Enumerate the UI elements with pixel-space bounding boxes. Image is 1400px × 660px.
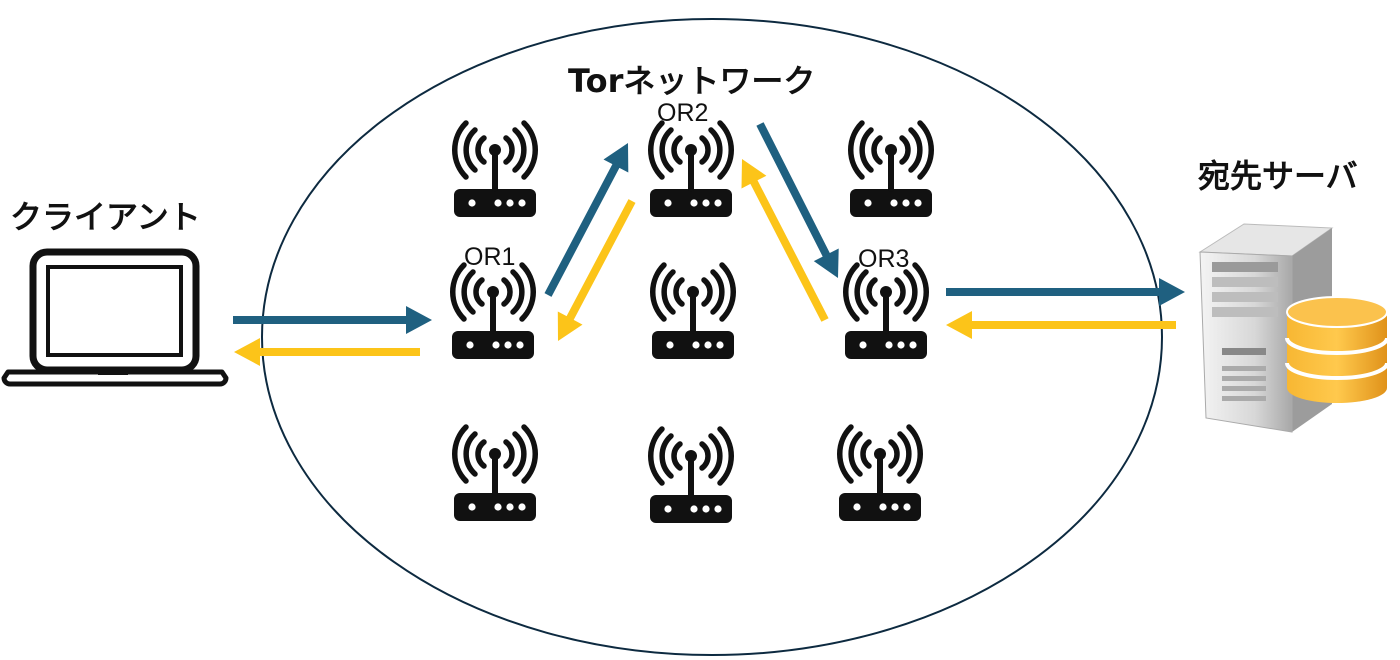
- router-icon-or1: [452, 265, 534, 359]
- router-icon: [454, 427, 536, 521]
- router-icon: [650, 429, 732, 523]
- tor-network-title: Torネットワーク: [568, 62, 816, 100]
- node-label-or2: OR2: [657, 99, 709, 127]
- arrow-server-to-or3: [946, 311, 1176, 339]
- arrow-or3-to-server: [946, 278, 1185, 306]
- arrow-or1-to-or2: [544, 143, 629, 297]
- arrow-or2-to-or1: [557, 199, 636, 341]
- router-icon: [839, 427, 921, 521]
- server-label: 宛先サーバ: [1198, 157, 1358, 195]
- client-label: クライアント: [10, 198, 201, 236]
- arrow-client-to-or1: [233, 306, 432, 334]
- arrow-or1-to-client: [234, 338, 420, 366]
- node-label-or1: OR1: [464, 243, 516, 271]
- laptop-icon: [1, 248, 229, 387]
- router-icon: [652, 265, 734, 359]
- router-icon-or2: [650, 123, 732, 217]
- router-icon: [454, 123, 536, 217]
- router-icon-or3: [845, 265, 927, 359]
- server-database-icon: [1198, 223, 1389, 433]
- node-label-or3: OR3: [858, 245, 910, 273]
- router-icon: [850, 123, 932, 217]
- arrow-or2-to-or3: [756, 122, 839, 278]
- arrow-or3-to-or2: [741, 159, 829, 322]
- tor-network-boundary: [261, 18, 1163, 656]
